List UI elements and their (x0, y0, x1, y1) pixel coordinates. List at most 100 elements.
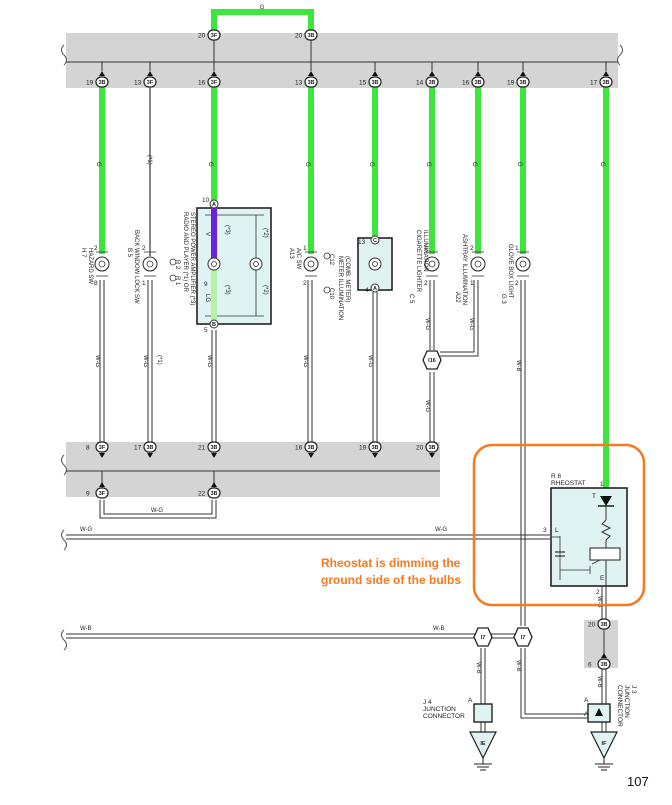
radio-name2: STEREO POWER AMPLIFIER (*3) (189, 212, 195, 305)
connector-top-1-pin: 13 (134, 80, 142, 87)
svg-text:4: 4 (365, 287, 369, 294)
connector-bottom-2-id: 3B (210, 445, 217, 451)
svg-text:W-G: W-G (142, 355, 148, 368)
svg-text:1: 1 (600, 481, 604, 488)
ashtray-ref: A22 (454, 292, 460, 303)
radio-unit: A B 10 5 9 (*3) (*3) (*2) (*2) V LG (196, 197, 272, 334)
connector-top-6: 3B 16 (462, 71, 485, 88)
svg-text:W-B: W-B (433, 626, 445, 632)
svg-text:W-B: W-B (515, 660, 521, 672)
svg-text:J 3: J 3 (630, 685, 637, 694)
connector-top-0-pin: 19 (86, 80, 94, 87)
radio-ref1: R 1 (174, 276, 180, 286)
svg-text:A: A (584, 697, 589, 704)
junction-i16: I16 (422, 350, 442, 370)
connector-rheostat-b-pin: 6 (588, 662, 592, 669)
band-break-left-top (61, 44, 67, 66)
svg-text:JUNCTION: JUNCTION (423, 706, 456, 713)
svg-text:CONNECTOR: CONNECTOR (423, 713, 465, 720)
svg-text:I16: I16 (428, 358, 436, 364)
connector-bottom-0: 3F8 (86, 441, 109, 458)
hazard-sw-bulb: 28 (94, 245, 110, 287)
ground-ie: IE (469, 731, 497, 771)
svg-text:LG: LG (204, 294, 210, 302)
svg-text:T: T (592, 493, 596, 500)
cigarette-bulb: 12 (424, 245, 440, 287)
svg-text:W-G: W-G (302, 355, 308, 368)
hazard-name: HAZARD SW (87, 248, 93, 284)
junction-i7-right: I7 (513, 627, 533, 647)
svg-text:G: G (207, 162, 213, 167)
svg-text:2: 2 (515, 280, 519, 287)
svg-text:R 6: R 6 (551, 473, 562, 480)
svg-text:1: 1 (470, 280, 474, 287)
svg-text:1: 1 (424, 245, 428, 252)
rheostat-unit: T L E 1 3 2 R 6 RHEOSTAT (543, 473, 628, 596)
svg-text:2: 2 (142, 245, 146, 252)
svg-text:CONNECTOR: CONNECTOR (616, 685, 623, 727)
svg-text:A: A (584, 711, 589, 718)
connector-top-3-pin: 13 (295, 80, 303, 87)
connector-top-6-id: 3B (474, 80, 481, 86)
svg-text:13: 13 (358, 239, 366, 246)
svg-text:J 4: J 4 (423, 699, 432, 706)
ground-if: IF (590, 731, 618, 771)
connector-top-1: 3F 13 (134, 71, 157, 88)
junction-j3: A A J 3 JUNCTION CONNECTOR (584, 685, 637, 727)
ref-marker-1 (169, 258, 177, 266)
svg-text:1: 1 (303, 245, 307, 252)
cigarette-name2: ILLUMINATION (422, 230, 428, 272)
svg-text:2: 2 (303, 280, 307, 287)
radio-ref2: R 2 (174, 260, 180, 270)
connector-lower-1-pin: 22 (198, 491, 206, 498)
rheostat-ground-wire (601, 585, 607, 732)
svg-text:3: 3 (543, 527, 547, 534)
svg-text:(*2): (*2) (262, 285, 268, 295)
wg-labels: W-G W-G (*1) W-G W-G W-G W-G W-G W-G (94, 318, 474, 413)
svg-text:(*1): (*1) (156, 355, 162, 365)
connector-top-5-pin: 14 (416, 80, 424, 87)
junction-i7-left: I7 (473, 627, 493, 647)
ac-ref: A13 (288, 248, 294, 259)
junction-j4: A J 4 JUNCTION CONNECTOR (423, 697, 493, 723)
svg-text:G: G (368, 162, 374, 167)
svg-text:G: G (516, 162, 522, 167)
meter-ref1: C10 (328, 288, 334, 300)
svg-text:A: A (468, 697, 473, 704)
svg-text:W-B: W-B (596, 596, 602, 608)
band-break-right-top (617, 44, 623, 66)
ref-marker-0 (169, 274, 177, 282)
connector-top-6-pin: 16 (462, 80, 470, 87)
svg-text:2: 2 (424, 280, 428, 287)
svg-text:G: G (471, 162, 477, 167)
svg-text:W-G: W-G (94, 355, 100, 368)
svg-text:I7: I7 (521, 635, 526, 641)
svg-text:W-G: W-G (424, 318, 430, 331)
ref-marker-2 (323, 286, 331, 294)
svg-text:IF: IF (602, 741, 608, 747)
j4-wb-wire (480, 648, 486, 732)
svg-text:(*3): (*3) (224, 285, 230, 295)
meter-name1: METER ILLUMINATION (337, 256, 343, 320)
svg-text:W-G: W-G (435, 527, 448, 533)
connector-top-1-id: 3F (147, 80, 154, 86)
svg-text:C: C (373, 238, 377, 244)
connector-bottom-5-pin: 20 (416, 445, 424, 452)
wb-horizontal-wire (66, 633, 518, 639)
cigarette-name1: CIGARETTE LIGHTER (415, 230, 421, 293)
wire-labels-top: G (*1) G G G G G G G (95, 155, 605, 167)
ac-name: A/C SW (295, 248, 301, 270)
connector-rheostat-a-pin: 20 (588, 622, 596, 629)
connector-top-right-id: 3B (307, 33, 314, 39)
connector-top-7-id: 3B (519, 80, 526, 86)
back-window-ref: B 5 (126, 248, 132, 258)
svg-text:JUNCTION: JUNCTION (623, 685, 630, 718)
green-feed-wires (99, 86, 609, 491)
svg-text:W-G: W-G (80, 527, 93, 533)
connector-bottom-3-id: 3B (307, 445, 314, 451)
connector-rheostat-b: 3B6 (588, 653, 611, 670)
